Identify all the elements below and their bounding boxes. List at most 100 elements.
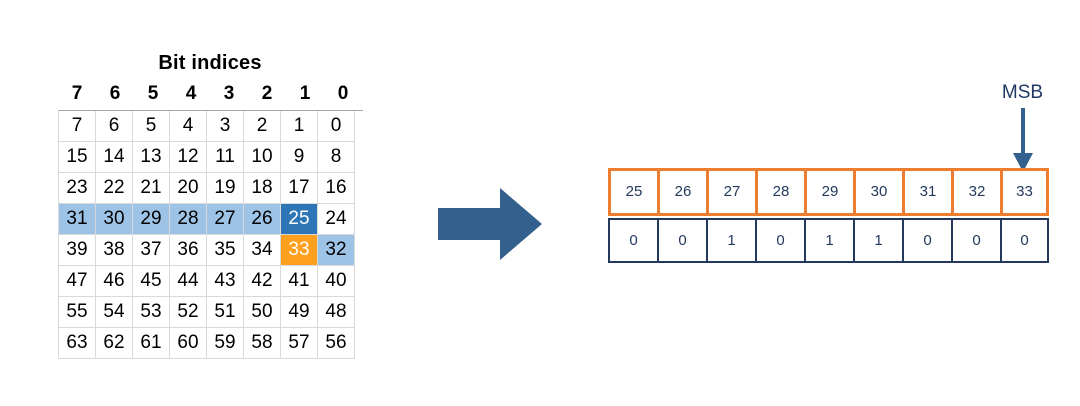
matrix-cell: 51 (207, 297, 244, 328)
bit-index-header-cell: 2 (261, 83, 273, 104)
matrix-cell: 16 (318, 173, 355, 204)
matrix-cell: 29 (133, 204, 170, 235)
matrix-cell: 42 (244, 266, 281, 297)
bit-array-index-cell: 33 (1000, 168, 1049, 216)
matrix-cell: 61 (133, 328, 170, 359)
matrix-cell: 17 (281, 173, 318, 204)
matrix-cell: 20 (170, 173, 207, 204)
matrix-cell: 32 (318, 235, 355, 266)
down-arrow-icon (1002, 108, 1044, 173)
bit-array-index-cell: 26 (657, 168, 706, 216)
matrix-cell: 39 (59, 235, 96, 266)
matrix-cell: 5 (133, 111, 170, 142)
matrix-cell: 30 (96, 204, 133, 235)
msb-label: MSB (1001, 82, 1044, 103)
matrix-cell: 27 (207, 204, 244, 235)
matrix-cell: 31 (59, 204, 96, 235)
matrix-cell: 37 (133, 235, 170, 266)
bit-array-index-cell: 32 (951, 168, 1000, 216)
matrix-cell: 1 (281, 111, 318, 142)
matrix-cell: 40 (318, 266, 355, 297)
matrix-cell: 10 (244, 142, 281, 173)
bit-array-index-cell: 27 (706, 168, 755, 216)
matrix-cell: 12 (170, 142, 207, 173)
bit-array-value-cell: 0 (657, 218, 706, 263)
matrix-cell: 43 (207, 266, 244, 297)
bit-array-value-cell: 0 (951, 218, 1000, 263)
matrix-cell: 2 (244, 111, 281, 142)
bit-array-value-cell: 0 (902, 218, 951, 263)
matrix-cell: 18 (244, 173, 281, 204)
bit-index-header-cell: 1 (299, 83, 311, 104)
page-title: Bit indices (158, 52, 262, 74)
matrix-cell: 6 (96, 111, 133, 142)
matrix-cell: 55 (59, 297, 96, 328)
matrix-cell: 7 (59, 111, 96, 142)
matrix-cell: 0 (318, 111, 355, 142)
bit-array-value-cell: 0 (755, 218, 804, 263)
bit-index-header-cell: 4 (185, 83, 197, 104)
bit-array-value-cell: 0 (608, 218, 657, 263)
matrix-cell: 26 (244, 204, 281, 235)
matrix-cell: 13 (133, 142, 170, 173)
bit-index-header-cell: 0 (337, 83, 349, 104)
matrix-cell: 50 (244, 297, 281, 328)
matrix-cell: 47 (59, 266, 96, 297)
matrix-cell: 58 (244, 328, 281, 359)
matrix-cell: 36 (170, 235, 207, 266)
matrix-cell: 21 (133, 173, 170, 204)
matrix-cell: 34 (244, 235, 281, 266)
bit-array-value-cell: 0 (1000, 218, 1049, 263)
bit-index-header-cell: 3 (223, 83, 235, 104)
bit-array-value-cell: 1 (853, 218, 902, 263)
matrix-cell: 48 (318, 297, 355, 328)
matrix-cell: 35 (207, 235, 244, 266)
bit-array-index-cell: 25 (608, 168, 657, 216)
matrix-cell: 11 (207, 142, 244, 173)
matrix-cell: 23 (59, 173, 96, 204)
matrix-cell: 60 (170, 328, 207, 359)
bit-array-index-cell: 28 (755, 168, 804, 216)
matrix-cell: 56 (318, 328, 355, 359)
matrix-cell: 4 (170, 111, 207, 142)
bit-array-index-cell: 31 (902, 168, 951, 216)
bit-array-value-cell: 1 (706, 218, 755, 263)
matrix-cell: 24 (318, 204, 355, 235)
matrix-cell: 9 (281, 142, 318, 173)
matrix-cell: 3 (207, 111, 244, 142)
matrix-cell: 14 (96, 142, 133, 173)
matrix-cell: 22 (96, 173, 133, 204)
matrix-cell: 8 (318, 142, 355, 173)
matrix-cell: 57 (281, 328, 318, 359)
bit-index-header-cell: 7 (71, 83, 83, 104)
matrix-cell: 54 (96, 297, 133, 328)
matrix-cell: 53 (133, 297, 170, 328)
matrix-cell: 41 (281, 266, 318, 297)
matrix-cell: 52 (170, 297, 207, 328)
bit-index-column-headers: 7 6 5 4 3 2 1 0 (58, 82, 362, 106)
matrix-cell: 44 (170, 266, 207, 297)
matrix-cell: 49 (281, 297, 318, 328)
matrix-cell: 19 (207, 173, 244, 204)
matrix-cell: 33 (281, 235, 318, 266)
bit-array-index-cell: 29 (804, 168, 853, 216)
matrix-cell: 28 (170, 204, 207, 235)
bit-index-header-cell: 5 (147, 83, 159, 104)
matrix-cell: 38 (96, 235, 133, 266)
matrix-cell: 59 (207, 328, 244, 359)
bit-array-value-cell: 1 (804, 218, 853, 263)
matrix-cell: 62 (96, 328, 133, 359)
